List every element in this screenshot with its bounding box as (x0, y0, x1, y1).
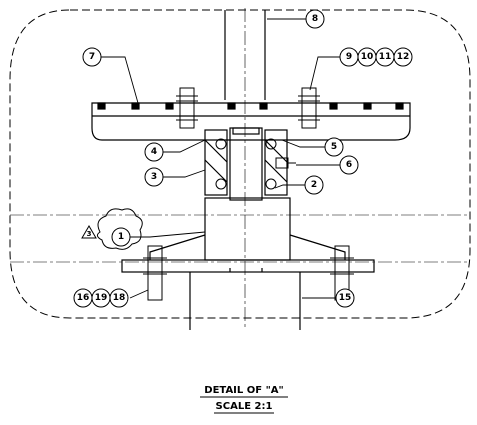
lid (91, 102, 411, 141)
svg-text:3: 3 (151, 172, 157, 182)
balloon-1: 1 (111, 227, 131, 247)
svg-text:9: 9 (346, 52, 352, 62)
balloon-10: 10 (357, 47, 377, 67)
balloon-5: 5 (324, 137, 344, 157)
svg-text:10: 10 (361, 52, 374, 62)
svg-text:12: 12 (397, 52, 410, 62)
revision-number: 3 (87, 230, 92, 238)
balloon-2: 2 (304, 175, 324, 195)
hub-tube (149, 197, 346, 261)
svg-text:6: 6 (346, 160, 352, 170)
balloon-18: 18 (109, 288, 129, 308)
svg-text:5: 5 (331, 142, 337, 152)
balloon-9: 9 (339, 47, 359, 67)
balloon-19: 19 (91, 288, 111, 308)
svg-text:1: 1 (118, 232, 124, 242)
detail-scale: SCALE 2:1 (216, 401, 273, 412)
bearing-balls (215, 138, 277, 190)
revision-cloud (96, 208, 143, 250)
lid-bolts (176, 87, 320, 129)
base-plate (121, 259, 375, 273)
svg-text:16: 16 (77, 293, 90, 303)
svg-text:15: 15 (339, 293, 352, 303)
balloon-6: 6 (339, 155, 359, 175)
svg-text:11: 11 (379, 52, 392, 62)
leader-lines (100, 18, 340, 299)
balloon-11: 11 (375, 47, 395, 67)
bearing-housing (204, 127, 288, 201)
lower-pedestal (189, 272, 301, 330)
svg-text:7: 7 (89, 52, 95, 62)
balloon-15: 15 (335, 288, 355, 308)
svg-text:4: 4 (151, 147, 157, 157)
svg-text:8: 8 (312, 14, 318, 24)
svg-text:2: 2 (311, 180, 317, 190)
balloon-12: 12 (393, 47, 413, 67)
detail-boundary (9, 9, 471, 319)
base-bolts (143, 245, 354, 301)
balloon-7: 7 (82, 47, 102, 67)
balloon-4: 4 (144, 142, 164, 162)
balloon-16: 16 (73, 288, 93, 308)
detail-title: DETAIL OF "A" (204, 385, 283, 396)
balloon-3: 3 (144, 167, 164, 187)
svg-text:18: 18 (113, 293, 126, 303)
balloon-8: 8 (305, 9, 325, 29)
shaft (224, 10, 266, 100)
side-fitting (275, 157, 296, 169)
centerlines (10, 8, 470, 330)
revision-triangle (81, 225, 97, 239)
svg-text:19: 19 (95, 293, 108, 303)
